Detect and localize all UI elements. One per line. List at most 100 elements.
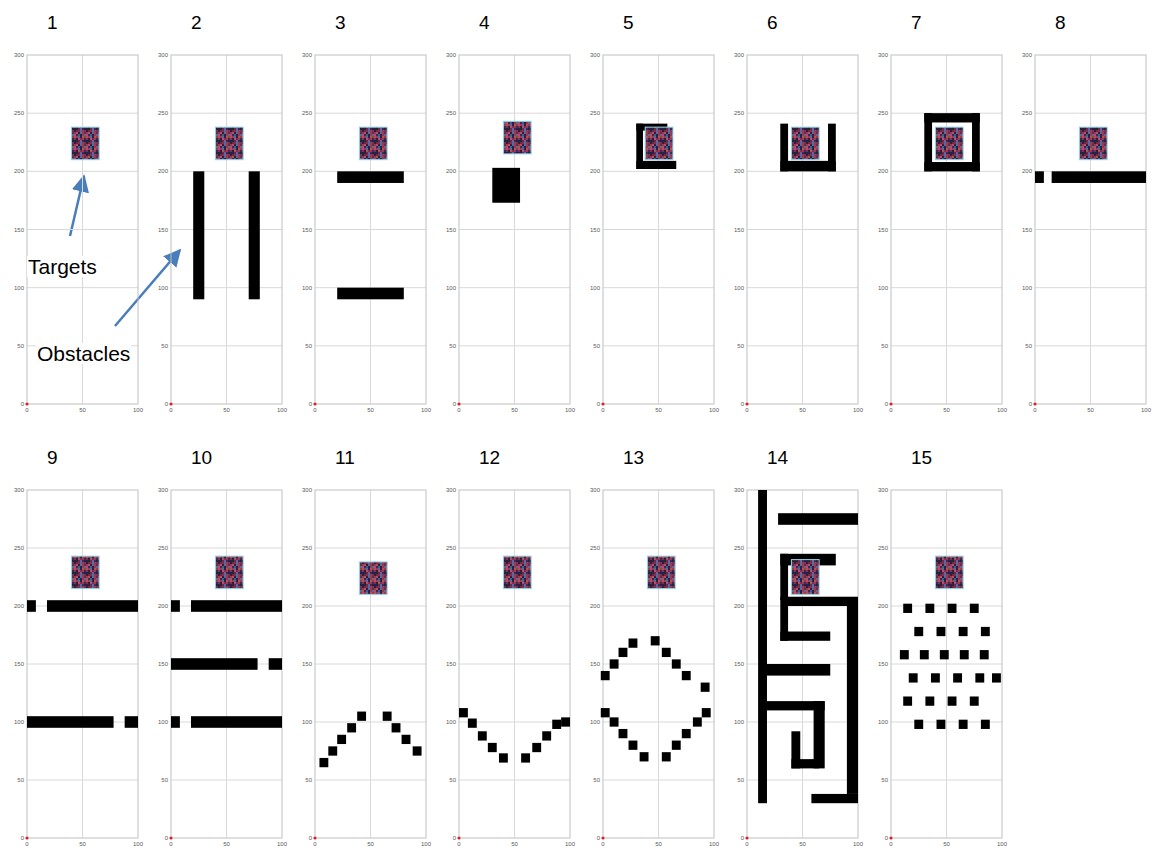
axis-tick: 0 (313, 407, 316, 413)
grid-line (226, 55, 227, 404)
origin-dot (313, 836, 316, 839)
plot-frame (603, 55, 714, 404)
obstacle (914, 627, 923, 636)
obstacle (337, 171, 404, 183)
obstacle (629, 638, 638, 647)
obstacle (171, 716, 180, 728)
axis-tick: 50 (799, 841, 806, 847)
obstacle (948, 604, 957, 613)
axis-tick: 250 (878, 110, 888, 116)
obstacle (561, 717, 570, 726)
axis-tick: 100 (421, 841, 431, 847)
obstacle (828, 124, 836, 172)
axis-tick: 150 (446, 227, 456, 233)
obstacle (702, 708, 711, 717)
axis-tick: 100 (590, 719, 600, 725)
obstacle (601, 708, 610, 717)
plot-frame (891, 55, 1002, 404)
axis-tick: 100 (302, 719, 312, 725)
obstacle (383, 712, 392, 721)
plot-panel (745, 55, 858, 406)
axis-tick: 200 (302, 168, 312, 174)
axis-tick: 150 (14, 227, 24, 233)
axis-tick: 300 (302, 487, 312, 493)
axis-tick: 250 (446, 545, 456, 551)
axis-tick: 200 (1022, 168, 1032, 174)
axis-tick: 150 (878, 661, 888, 667)
panel-number: 1 (47, 13, 58, 32)
plot-frame (603, 490, 714, 838)
obstacle (970, 604, 979, 613)
axis-tick: 50 (593, 777, 600, 783)
obstacle (640, 752, 649, 761)
axis-tick: 100 (565, 841, 575, 847)
axis-tick: 150 (590, 661, 600, 667)
axis-tick: 0 (597, 835, 600, 841)
axis-tick: 0 (745, 841, 748, 847)
axis-tick: 250 (734, 545, 744, 551)
axis-tick: 50 (161, 777, 168, 783)
panel-number: 13 (623, 448, 644, 467)
obstacle (413, 746, 422, 755)
axis-tick: 100 (158, 719, 168, 725)
axis-tick: 300 (590, 487, 600, 493)
grid-line (514, 55, 515, 404)
axis-tick: 50 (367, 407, 374, 413)
obstacle (940, 650, 949, 659)
axis-tick: 50 (17, 777, 24, 783)
axis-tick: 0 (597, 401, 600, 407)
obstacle (811, 794, 858, 803)
axis-tick: 50 (305, 777, 312, 783)
obstacle (924, 113, 980, 122)
obstacle (981, 627, 990, 636)
grid-line (946, 55, 947, 404)
axis-tick: 100 (1022, 285, 1032, 291)
obstacle (337, 288, 404, 300)
target (791, 560, 819, 595)
obstacle (791, 759, 819, 768)
obstacle (27, 600, 36, 612)
axis-tick: 200 (302, 603, 312, 609)
axis-tick: 100 (14, 285, 24, 291)
plot-panel (25, 490, 138, 840)
obstacle (459, 708, 468, 717)
panel-number: 11 (335, 448, 355, 467)
axis-tick: 100 (446, 285, 456, 291)
axis-tick: 300 (302, 52, 312, 58)
axis-tick: 150 (158, 227, 168, 233)
obstacle (914, 720, 923, 729)
plot-panel (457, 55, 570, 406)
obstacle (780, 124, 788, 172)
axis-tick: 200 (14, 603, 24, 609)
axis-tick: 100 (277, 407, 287, 413)
axis-tick: 300 (14, 487, 24, 493)
axis-tick: 0 (885, 835, 888, 841)
axis-tick: 50 (511, 407, 518, 413)
axis-tick: 250 (734, 110, 744, 116)
axis-tick: 0 (741, 835, 744, 841)
obstacle (125, 716, 138, 728)
axis-tick: 300 (878, 487, 888, 493)
obstacle (682, 671, 691, 680)
axis-tick: 100 (997, 841, 1007, 847)
axis-tick: 100 (853, 407, 863, 413)
callout-label: Obstacles (36, 343, 131, 364)
axis-tick: 250 (590, 110, 600, 116)
obstacle (900, 650, 909, 659)
axis-tick: 200 (14, 168, 24, 174)
axis-tick: 50 (655, 841, 662, 847)
axis-tick: 100 (277, 841, 287, 847)
axis-tick: 200 (878, 168, 888, 174)
axis-tick: 250 (158, 110, 168, 116)
plot-frame (27, 55, 138, 404)
axis-tick: 250 (302, 110, 312, 116)
obstacle (392, 723, 401, 732)
origin-dot (313, 402, 316, 405)
target (791, 127, 819, 160)
axis-tick: 0 (1029, 401, 1032, 407)
axis-tick: 300 (734, 52, 744, 58)
axis-tick: 150 (14, 661, 24, 667)
obstacle (532, 743, 541, 752)
obstacle (662, 752, 671, 761)
